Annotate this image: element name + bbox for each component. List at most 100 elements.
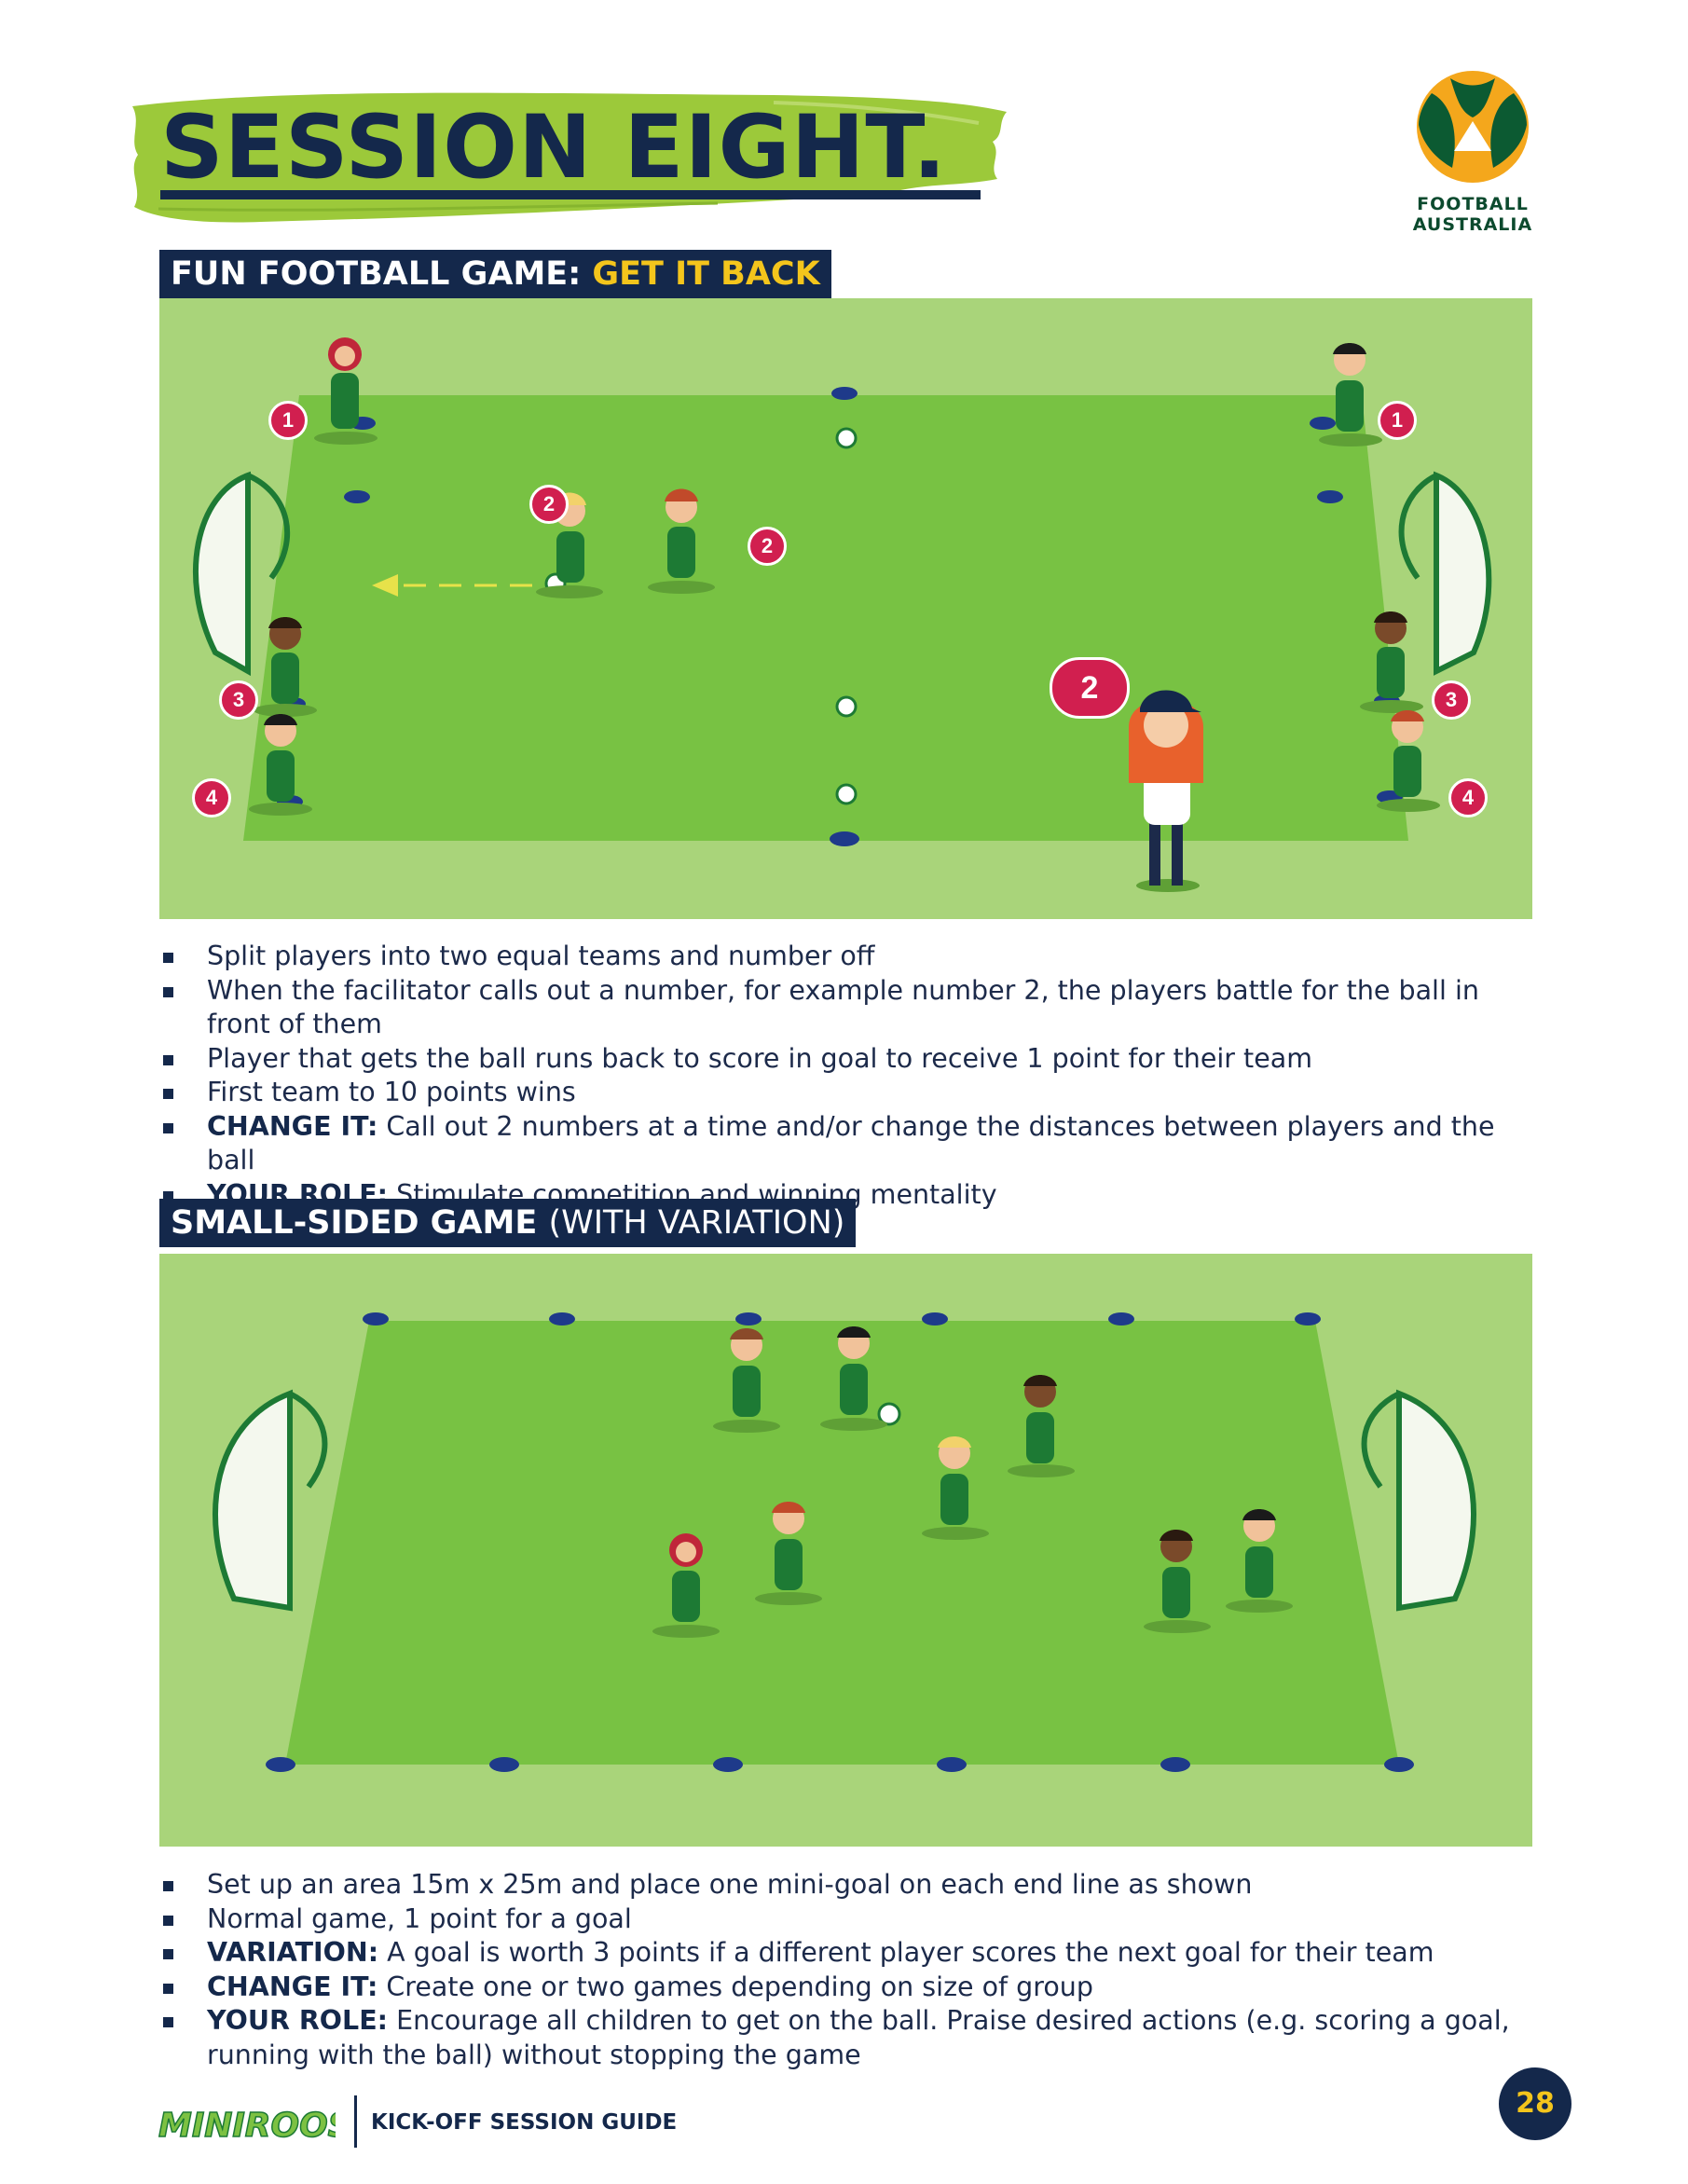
bullet-square-icon	[163, 1915, 173, 1926]
section-heading-highlight: GET IT BACK	[592, 255, 820, 293]
player-figure	[1360, 611, 1423, 713]
cone-icon	[344, 490, 370, 503]
ball-icon	[877, 1402, 901, 1426]
list-item: Normal game, 1 point for a goal	[160, 1902, 1540, 1937]
cone-icon	[1317, 490, 1343, 503]
brush-stroke-graphic	[132, 92, 1007, 223]
player-figure	[820, 1326, 887, 1431]
cone-icon	[713, 1757, 743, 1772]
dashed-arrow-icon	[372, 574, 532, 597]
section-heading-fun-football: FUN FOOTBALL GAME: GET IT BACK	[159, 250, 831, 298]
player-figure	[755, 1502, 822, 1605]
page-title: SESSION EIGHT.	[160, 97, 947, 199]
cone-icon	[937, 1757, 967, 1772]
bullet-square-icon	[163, 2017, 173, 2027]
fun-football-instructions: Split players into two equal teams and n…	[160, 940, 1540, 1212]
small-sided-game-instructions: Set up an area 15m x 25m and place one m…	[160, 1868, 1540, 2072]
bullet-square-icon	[163, 953, 173, 963]
pitch-diagram-2	[213, 1312, 1476, 1772]
cone-icon	[489, 1757, 519, 1772]
player-number-badge: 3	[219, 680, 258, 720]
player-number-badge: 1	[268, 401, 308, 440]
page-number-badge: 28	[1499, 2067, 1571, 2140]
small-sided-game-diagram	[159, 1254, 1532, 1847]
cone-icon	[1310, 417, 1336, 430]
list-item: VARIATION: A goal is worth 3 points if a…	[160, 1936, 1540, 1971]
bullet-square-icon	[163, 1122, 173, 1133]
section-heading-main: FUN FOOTBALL GAME:	[171, 255, 593, 293]
logo-text-football: FOOTBALL	[1417, 194, 1529, 214]
list-item: CHANGE IT: Call out 2 numbers at a time …	[160, 1110, 1540, 1178]
facilitator-figure	[1129, 690, 1203, 892]
player-figure	[922, 1436, 989, 1540]
section-heading-main: SMALL-SIDED GAME	[171, 1204, 549, 1242]
player-number-badge: 4	[192, 778, 231, 817]
goal-net-right-icon	[1398, 471, 1492, 676]
ball-icon	[835, 783, 858, 805]
cone-icon	[266, 1757, 295, 1772]
player-figure	[1008, 1375, 1075, 1477]
player-figure	[1144, 1530, 1211, 1633]
call-out-speech-bubble: 2	[1050, 657, 1130, 719]
section-heading-light: (WITH VARIATION)	[548, 1204, 845, 1242]
title-underline	[160, 190, 981, 199]
page-title-banner: SESSION EIGHT.	[121, 86, 1016, 226]
player-number-badge: 1	[1378, 401, 1417, 440]
player-figure	[254, 617, 317, 717]
football-australia-logo: FOOTBALL AUSTRALIA	[1398, 65, 1547, 242]
player-figure	[249, 714, 312, 816]
player-number-badge: 2	[529, 485, 569, 524]
bullet-square-icon	[163, 1881, 173, 1891]
list-item: YOUR ROLE: Encourage all children to get…	[160, 2004, 1540, 2072]
goal-net-left-icon	[192, 471, 291, 677]
ball-icon	[835, 427, 858, 449]
miniroos-logo: MINIROOS	[158, 2097, 336, 2150]
player-figure	[713, 1328, 780, 1433]
player-figure	[652, 1533, 720, 1638]
bullet-square-icon	[163, 986, 173, 997]
football-australia-emblem-icon	[1417, 71, 1529, 183]
player-number-badge: 4	[1448, 778, 1488, 817]
list-item: Set up an area 15m x 25m and place one m…	[160, 1868, 1540, 1902]
bullet-square-icon	[163, 1190, 173, 1202]
player-figure	[314, 337, 377, 445]
bullet-square-icon	[163, 1089, 173, 1099]
cone-icon	[831, 387, 858, 400]
player-figure	[1319, 343, 1382, 446]
list-item: First team to 10 points wins	[160, 1076, 1540, 1110]
cone-icon	[1108, 1312, 1134, 1326]
miniroos-wordmark: MINIROOS	[158, 2107, 336, 2145]
list-item: Player that gets the ball runs back to s…	[160, 1042, 1540, 1077]
inner-pitch	[285, 1321, 1399, 1765]
bullet-square-icon	[163, 1949, 173, 1959]
list-item: When the facilitator calls out a number,…	[160, 974, 1540, 1042]
get-it-back-diagram: 1 2 3 4 1 2 3 4 2	[159, 298, 1532, 919]
player-number-badge: 3	[1432, 680, 1471, 720]
cone-icon	[363, 1312, 389, 1326]
player-figure	[1377, 710, 1440, 812]
logo-text-australia: AUSTRALIA	[1412, 214, 1533, 235]
ball-icon	[835, 695, 858, 718]
cone-icon	[1295, 1312, 1321, 1326]
goal-net-left-icon	[213, 1389, 328, 1612]
player-number-badge: 2	[748, 527, 787, 566]
cone-icon	[1160, 1757, 1190, 1772]
pitch-diagram-1	[192, 337, 1492, 892]
cone-icon	[922, 1312, 948, 1326]
section-heading-small-sided: SMALL-SIDED GAME (WITH VARIATION)	[159, 1199, 857, 1247]
inner-pitch	[243, 395, 1408, 841]
cone-icon	[830, 831, 859, 846]
list-item: Split players into two equal teams and n…	[160, 940, 1540, 974]
bullet-square-icon	[163, 1054, 173, 1065]
cone-icon	[735, 1312, 762, 1326]
cone-icon	[549, 1312, 575, 1326]
player-figure	[1226, 1509, 1293, 1613]
bullet-square-icon	[163, 1983, 173, 1994]
cone-icon	[1384, 1757, 1414, 1772]
footer-divider	[354, 2095, 357, 2148]
miniroos-wordmark-icon: MINIROOS	[158, 2106, 336, 2146]
goal-net-right-icon	[1361, 1389, 1476, 1612]
footer-guide-title: KICK-OFF SESSION GUIDE	[371, 2110, 678, 2135]
list-item: CHANGE IT: Create one or two games depen…	[160, 1971, 1540, 2005]
player-figure	[648, 488, 715, 594]
